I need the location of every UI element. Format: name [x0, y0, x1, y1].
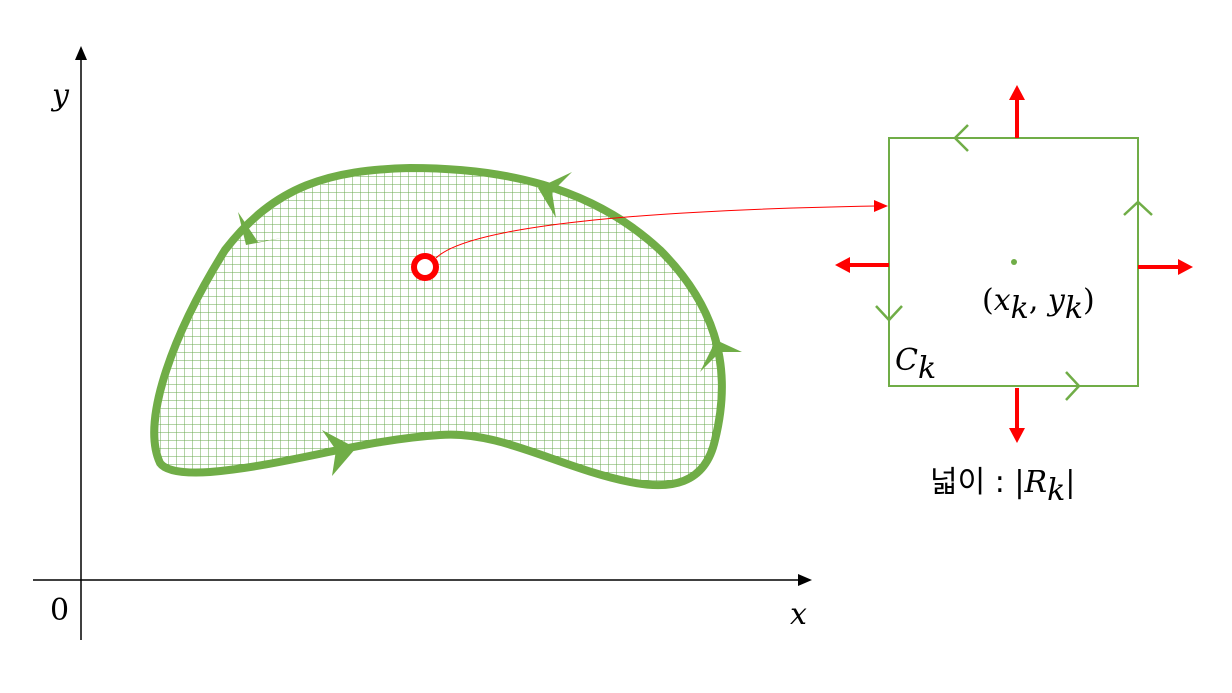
normal-top-head	[1009, 85, 1025, 100]
arrow-right	[700, 340, 742, 372]
region-R	[150, 164, 742, 490]
normal-left-head	[835, 257, 850, 273]
y-axis-arrowhead	[75, 46, 87, 60]
square-Rk	[888, 137, 1139, 387]
outward-normal-arrows	[835, 85, 1193, 443]
zoom-connector	[435, 200, 888, 259]
sample-point-marker	[411, 253, 439, 281]
normal-right-head	[1178, 259, 1193, 275]
connector-line	[435, 205, 877, 259]
zoomed-square: (xk, yk) Ck 넓이 : |Rk|	[835, 85, 1193, 508]
center-point-label: (xk, yk)	[982, 283, 1095, 326]
x-axis-arrowhead	[798, 574, 812, 586]
y-axis-label: y	[50, 78, 70, 113]
connector-arrowhead	[874, 200, 888, 212]
x-axis-label: x	[790, 597, 807, 632]
chevron-left	[875, 305, 903, 322]
arrow-left	[238, 212, 282, 245]
arrow-top	[538, 172, 572, 218]
chevron-top	[953, 124, 969, 152]
axes: x y 0	[33, 46, 812, 640]
chevron-bottom	[1065, 371, 1081, 401]
square-center-dot	[1011, 259, 1017, 265]
boundary-direction-arrows	[238, 172, 742, 476]
origin-label: 0	[50, 593, 69, 628]
curve-label-Ck: Ck	[895, 343, 936, 386]
boundary-curve	[150, 164, 726, 490]
region-grid	[154, 168, 722, 486]
area-label: 넓이 : |Rk|	[930, 465, 1075, 508]
normal-bottom-head	[1009, 428, 1025, 443]
arrow-bottom	[322, 430, 356, 476]
chevron-right	[1123, 200, 1153, 216]
square-direction-chevrons	[875, 124, 1153, 401]
